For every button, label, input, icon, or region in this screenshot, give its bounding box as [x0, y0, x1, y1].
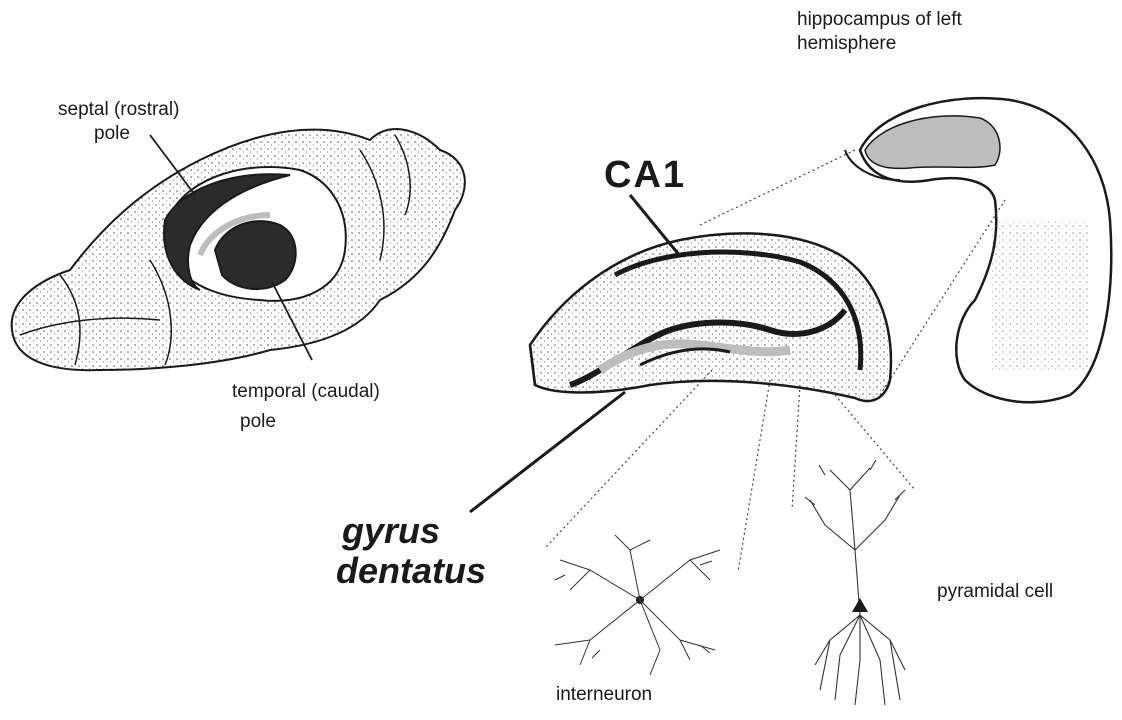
- ca1-label: CA1: [604, 154, 686, 197]
- gyrus-dentatus-label-line2: dentatus: [336, 551, 486, 591]
- interneuron-drawing: [555, 535, 720, 675]
- gyrus-pointer-line: [470, 392, 625, 512]
- gyrus-dentatus-label: gyrus dentatus: [342, 511, 486, 591]
- pyramidal-neuron-drawing: [805, 460, 905, 705]
- septal-pole-label: septal (rostral) pole: [58, 98, 179, 146]
- hippocampus-left-label: hippocampus of left hemisphere: [797, 8, 962, 56]
- hippocampus-left-label-line2: hemisphere: [797, 32, 962, 56]
- rat-brain-drawing: [12, 129, 465, 370]
- hippocampal-slice-drawing: [530, 233, 891, 401]
- temporal-pole-label-line1: temporal (caudal): [232, 380, 380, 404]
- interneuron-label: interneuron: [556, 683, 652, 707]
- gyrus-dentatus-label-line1: gyrus: [342, 511, 486, 551]
- temporal-pole-label-line2: pole: [240, 410, 380, 434]
- septal-pole-label-line2: pole: [94, 122, 179, 146]
- hippocampus-left-label-line1: hippocampus of left: [797, 8, 962, 32]
- septal-pole-label-line1: septal (rostral): [58, 98, 179, 122]
- pyramidal-cell-label: pyramidal cell: [937, 580, 1053, 604]
- temporal-pole-label: temporal (caudal) pole: [232, 380, 380, 434]
